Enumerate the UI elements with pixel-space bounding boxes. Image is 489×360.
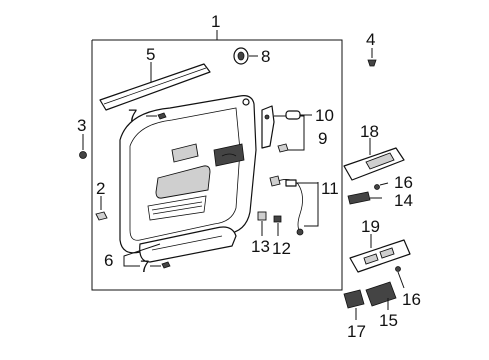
callout-16-lower: 16: [402, 290, 421, 309]
callout-18: 18: [360, 122, 379, 141]
switch-part-15: [365, 281, 397, 310]
screw-part-16-lower: [395, 266, 405, 289]
callout-7-upper: 7: [128, 106, 137, 125]
callout-4: 4: [366, 30, 375, 49]
callout-10: 10: [315, 106, 334, 125]
callout-19: 19: [361, 217, 380, 236]
screw-part: [79, 134, 87, 159]
connector-part-13: [257, 211, 267, 236]
assembly-frame: [91, 30, 343, 291]
door-trim-panel: [119, 95, 257, 263]
master-switch-bezel-part: [349, 234, 411, 273]
callout-1: 1: [211, 12, 220, 31]
clip-part-lower: [150, 261, 171, 269]
switch-part-17: [343, 289, 365, 320]
callout-3: 3: [77, 116, 86, 135]
callout-15: 15: [379, 311, 398, 330]
bolt-part: [367, 48, 377, 67]
callout-13: 13: [251, 237, 270, 256]
callout-2: 2: [96, 179, 105, 198]
connector-part-12: [273, 215, 282, 236]
leader-6: [123, 243, 161, 267]
callout-8: 8: [261, 47, 270, 66]
handle-cup-part: [233, 47, 258, 65]
callout-7-lower: 7: [140, 257, 149, 276]
callout-14: 14: [394, 191, 413, 210]
callout-9: 9: [318, 129, 327, 148]
callout-16-upper: 16: [394, 173, 413, 192]
wire-harness-part: [269, 175, 319, 236]
callout-12: 12: [272, 239, 291, 258]
weatherstrip-part: [99, 62, 211, 111]
reflector-part: [285, 110, 312, 120]
retainer-clip-part: [95, 196, 108, 221]
callout-5: 5: [146, 45, 155, 64]
screw-part-16-upper: [374, 182, 389, 190]
switch-bezel-part: [343, 138, 405, 181]
callout-11: 11: [321, 179, 339, 198]
switch-part-14: [347, 191, 382, 205]
callout-6: 6: [104, 251, 113, 270]
clip-part-upper: [146, 112, 167, 120]
callout-17: 17: [347, 322, 366, 341]
